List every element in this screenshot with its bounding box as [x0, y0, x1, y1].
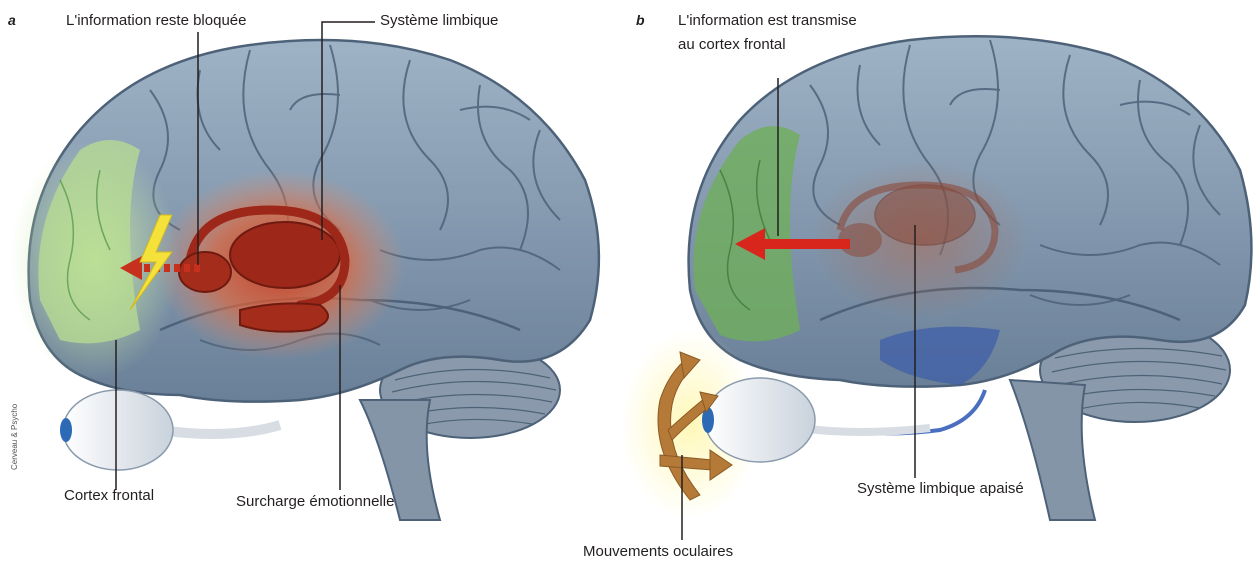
panel-b-letter: b — [636, 12, 645, 28]
label-frontal-cortex: Cortex frontal — [64, 487, 154, 505]
label-info-transmitted-line2: au cortex frontal — [678, 36, 786, 54]
label-eye-movements: Mouvements oculaires — [583, 543, 733, 561]
panel-a-letter: a — [8, 12, 16, 28]
label-limbic-system: Système limbique — [380, 12, 498, 30]
label-limbic-calm: Système limbique apaisé — [857, 480, 1024, 498]
label-info-transmitted-line1: L'information est transmise — [678, 12, 857, 30]
label-info-blocked: L'information reste bloquée — [66, 12, 246, 30]
credit-text: Cerveau & Psycho — [10, 404, 19, 470]
label-emotional-overload: Surcharge émotionnelle — [236, 493, 394, 511]
